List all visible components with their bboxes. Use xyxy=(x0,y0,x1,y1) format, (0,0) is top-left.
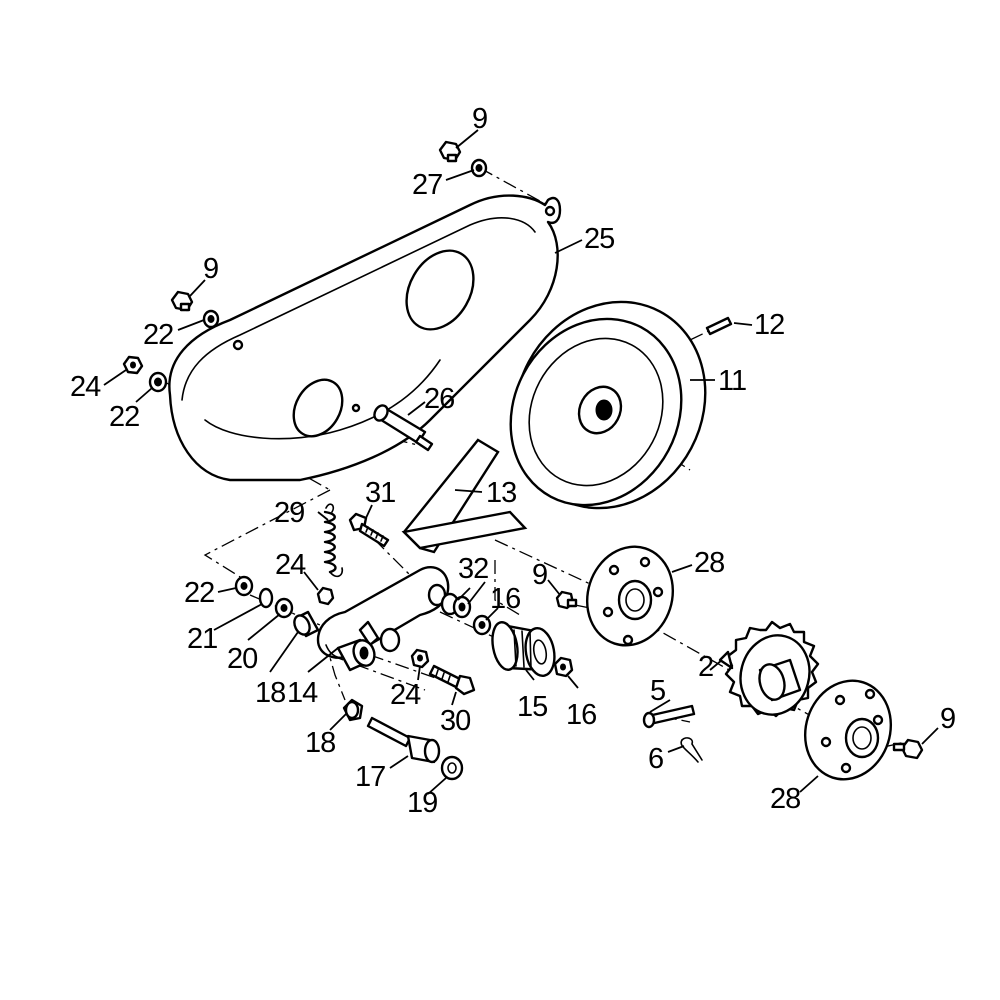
washer-19 xyxy=(440,755,464,781)
left-nut xyxy=(122,355,144,375)
washer-21 xyxy=(258,587,274,609)
spacer-pin xyxy=(373,404,434,452)
top-bolt xyxy=(438,140,462,163)
callout-21: 21 xyxy=(187,623,217,655)
callout-24-low: 24 xyxy=(390,679,421,711)
callout-11: 11 xyxy=(718,365,746,397)
callout-18-low: 18 xyxy=(305,727,335,759)
callout-22-upper: 22 xyxy=(143,319,173,351)
callout-22-mid: 22 xyxy=(184,577,214,609)
callout-9-left: 9 xyxy=(203,253,218,285)
callout-20: 20 xyxy=(227,643,257,675)
washer-20 xyxy=(274,597,294,619)
bushing-32 xyxy=(440,592,472,619)
chain-case-cover xyxy=(168,194,562,482)
callout-9-mid: 9 xyxy=(532,559,547,591)
nut-16-lower xyxy=(553,656,574,678)
left-lower-washer xyxy=(148,371,168,393)
callout-28-low: 28 xyxy=(770,783,800,815)
callout-27: 27 xyxy=(412,169,442,201)
clevis-pin xyxy=(642,704,696,729)
bearing-18-low xyxy=(342,698,364,722)
nut-24-low xyxy=(410,648,430,669)
callout-13: 13 xyxy=(486,477,516,509)
large-pulley xyxy=(509,300,707,510)
callout-9-top: 9 xyxy=(472,103,487,135)
callout-28-upper: 28 xyxy=(694,547,724,579)
callout-24-left: 24 xyxy=(70,371,101,403)
bearing-18-upper xyxy=(293,610,320,638)
roll-pin xyxy=(705,316,733,336)
bolt-30 xyxy=(428,664,476,696)
top-washer xyxy=(470,158,488,178)
washer-22-mid xyxy=(234,575,254,597)
bolt-9-mid xyxy=(555,590,578,610)
callout-16-upper: 16 xyxy=(490,583,520,615)
flange-lower xyxy=(803,679,893,781)
tension-arm xyxy=(316,566,450,672)
callout-2: 2 xyxy=(698,651,713,683)
cotter-pin xyxy=(680,737,703,763)
callout-32: 32 xyxy=(458,553,488,585)
callout-31: 31 xyxy=(365,477,395,509)
callout-24-mid: 24 xyxy=(275,549,306,581)
tension-spring xyxy=(323,503,344,578)
callout-6: 6 xyxy=(648,743,663,775)
leader-lines xyxy=(103,129,939,795)
callouts: 9 27 25 9 22 24 22 12 11 26 13 31 29 24 … xyxy=(70,103,956,819)
bolt-9-right xyxy=(892,738,924,760)
bolt-31 xyxy=(348,512,390,548)
washer-16-upper xyxy=(472,614,492,636)
axle-17 xyxy=(366,716,441,764)
callout-19: 19 xyxy=(407,787,437,819)
callout-30: 30 xyxy=(440,705,470,737)
callout-29: 29 xyxy=(274,497,304,529)
callout-16-low: 16 xyxy=(566,699,596,731)
callout-26: 26 xyxy=(424,383,454,415)
callout-17: 17 xyxy=(355,761,385,793)
callout-25: 25 xyxy=(584,223,614,255)
left-bolt xyxy=(170,290,194,312)
callout-12: 12 xyxy=(754,309,784,341)
flange-upper xyxy=(585,545,675,647)
callout-22-left: 22 xyxy=(109,401,139,433)
left-upper-washer xyxy=(202,309,220,329)
callout-18-upper: 18 xyxy=(255,677,285,709)
tension-roller xyxy=(491,621,556,677)
callout-15: 15 xyxy=(517,691,547,723)
callout-9-right: 9 xyxy=(940,703,955,735)
nut-24-mid xyxy=(316,586,335,606)
callout-14: 14 xyxy=(287,677,318,709)
callout-5: 5 xyxy=(650,675,665,707)
sprocket xyxy=(718,620,820,718)
drive-belt xyxy=(401,438,528,554)
